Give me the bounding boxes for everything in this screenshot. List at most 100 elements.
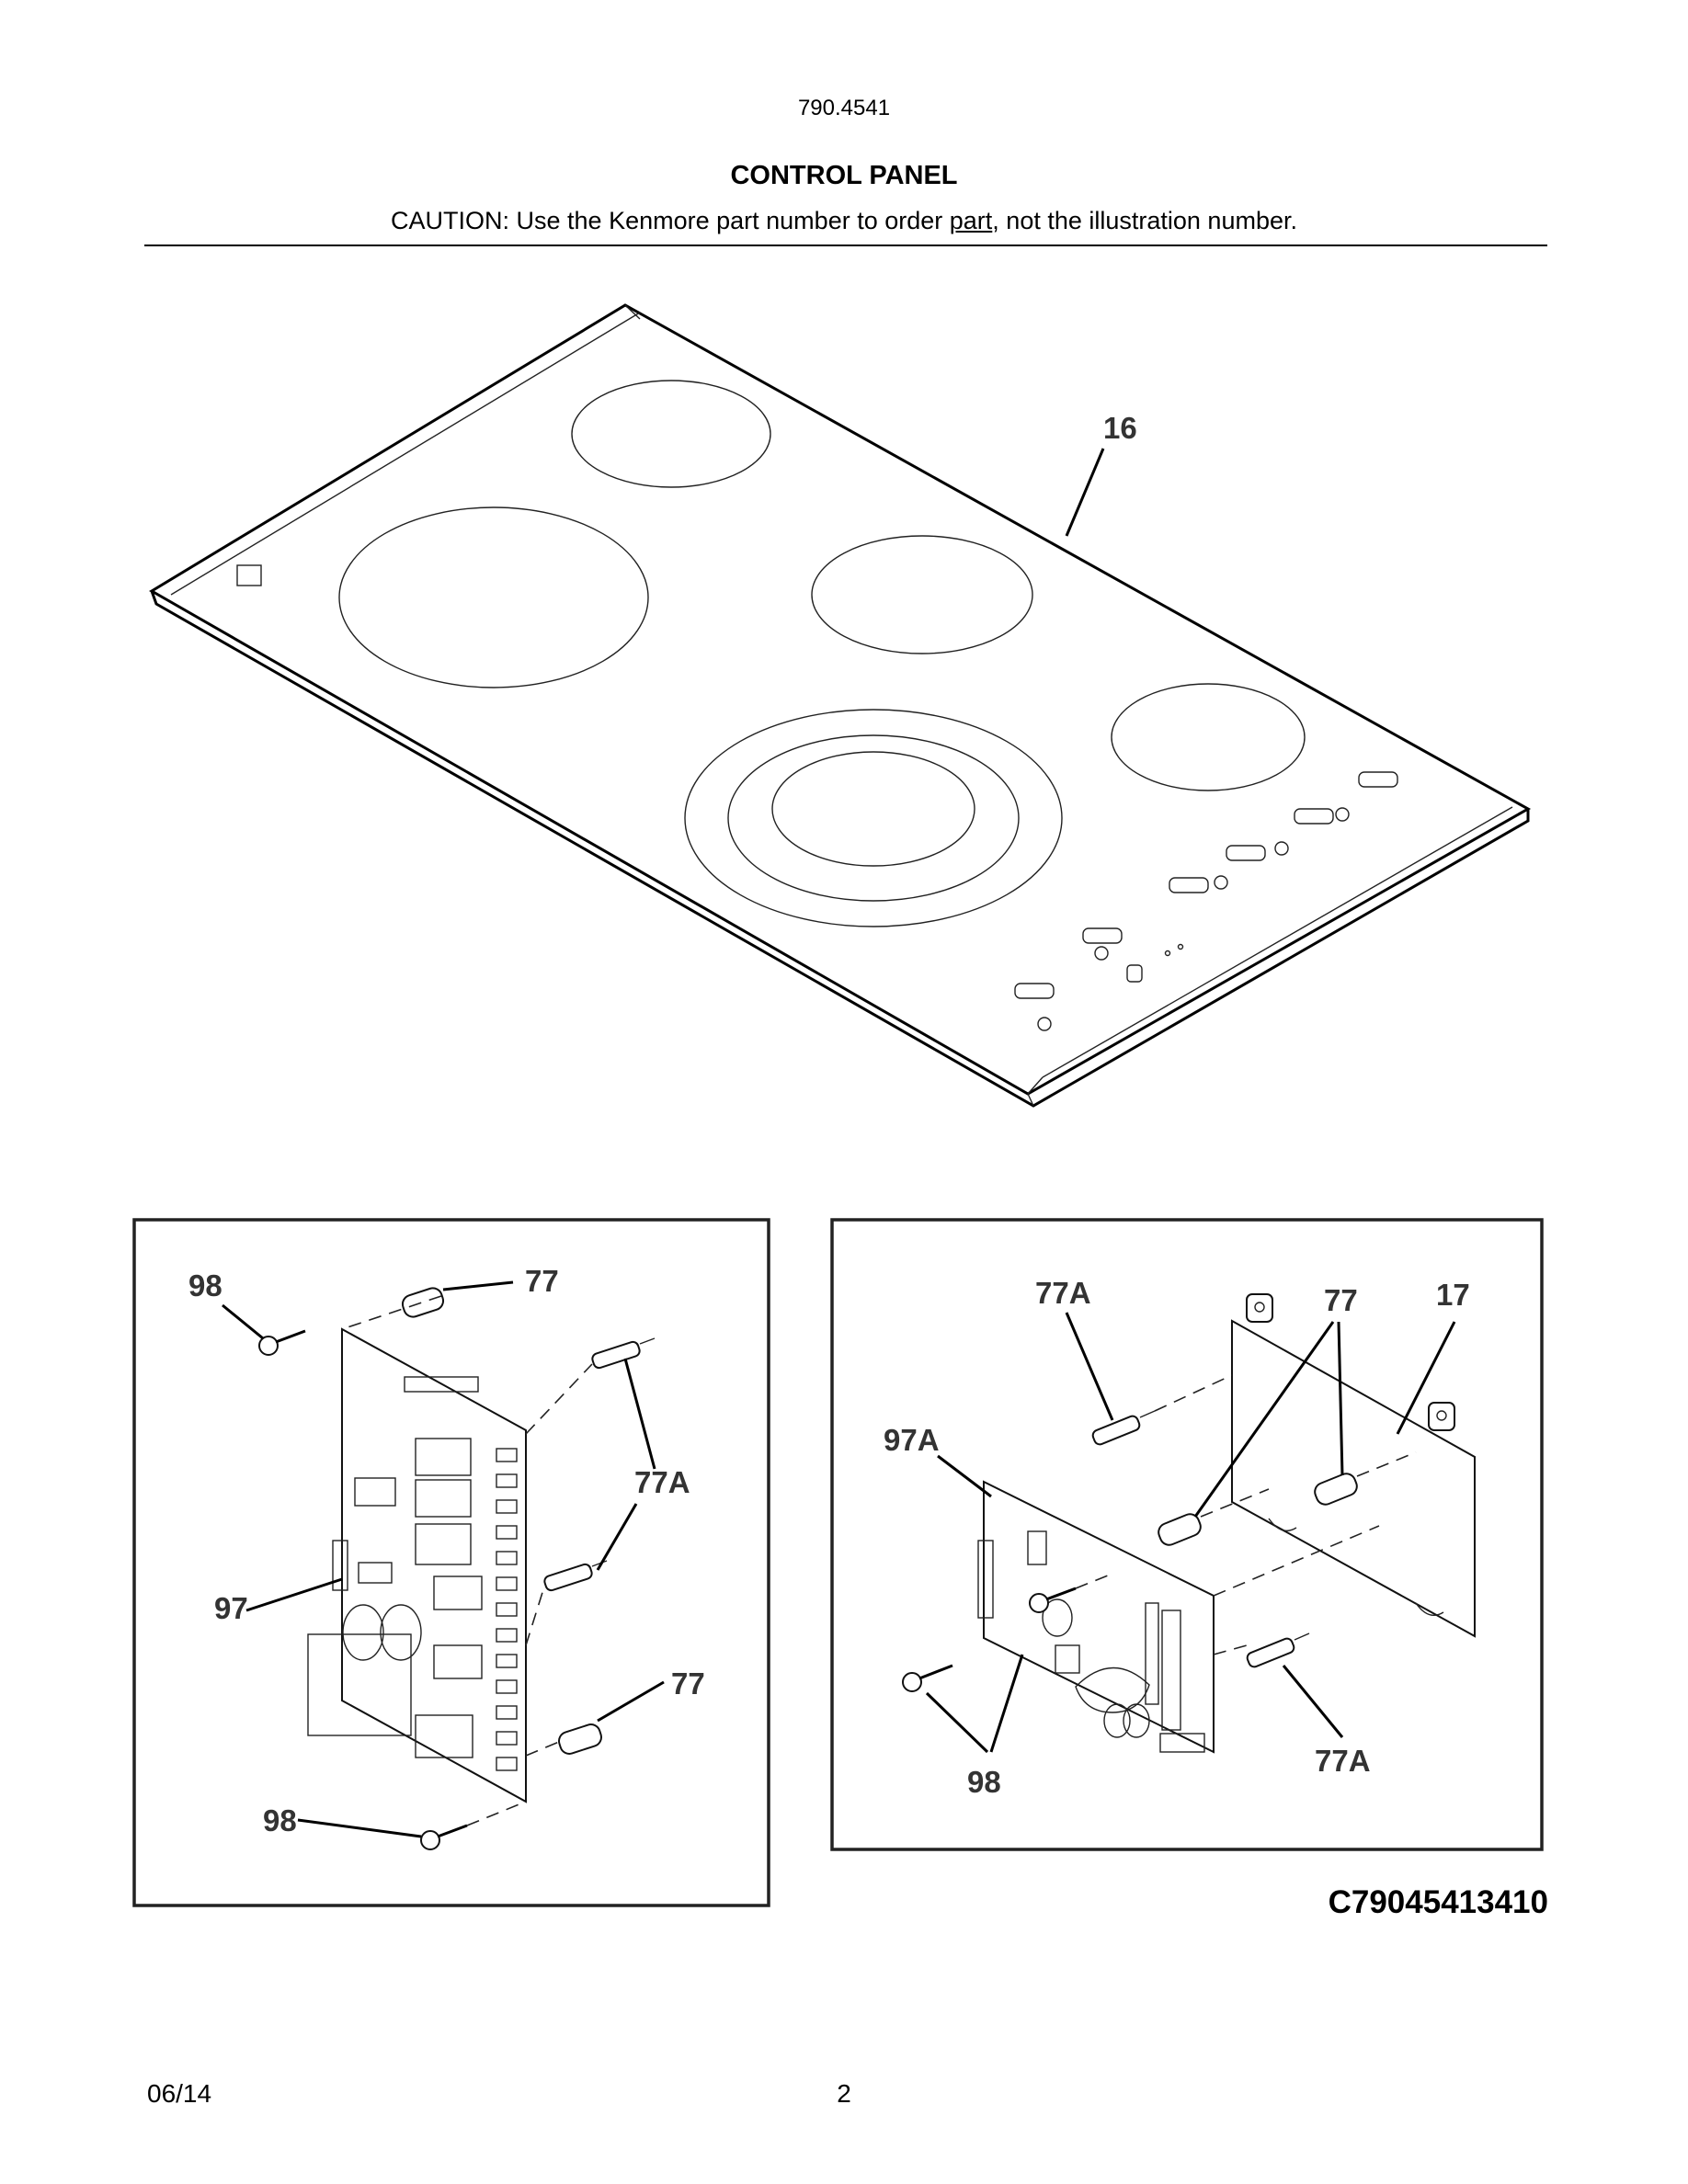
assembly-line (341, 1295, 442, 1330)
board-terminals (496, 1448, 518, 1771)
capacitor (380, 1604, 422, 1661)
screw-shaft (437, 1824, 468, 1838)
leader-line (245, 1577, 343, 1612)
clip-body (591, 1340, 641, 1370)
relay (415, 1438, 472, 1476)
callout-97a: 97A (884, 1423, 940, 1457)
leader-line (989, 1654, 1024, 1753)
footer-date: 06/14 (147, 2079, 212, 2108)
assembly-line (525, 1741, 560, 1757)
screw-shaft (918, 1664, 953, 1680)
callout-16: 16 (1103, 411, 1137, 445)
burner-front-left (338, 506, 649, 688)
bracket-tab (1428, 1402, 1455, 1431)
relay (415, 1523, 472, 1565)
model-number: 790.4541 (797, 96, 891, 120)
cooktop-trim-left-end (624, 304, 641, 320)
bracket-hole (1254, 1302, 1265, 1313)
callout-17: 17 (1436, 1278, 1470, 1312)
leader-line-16 (1065, 448, 1105, 537)
terminal (496, 1628, 518, 1643)
terminal (496, 1499, 518, 1514)
component-block (1055, 1644, 1080, 1674)
connector (1027, 1530, 1047, 1565)
clip-body (1246, 1637, 1295, 1668)
assembly-line (1154, 1374, 1233, 1412)
leader-line (597, 1680, 665, 1723)
left-inset-border (132, 1218, 770, 1907)
secondary-board-components (977, 1530, 1205, 1753)
assembly-line (1213, 1644, 1248, 1655)
burner-right (1111, 683, 1306, 791)
bracket-hole (1436, 1410, 1447, 1421)
screw-shaft (1045, 1587, 1077, 1601)
control-key (1226, 845, 1266, 861)
clip-body (1091, 1415, 1141, 1446)
clip-77a-upper-right (1091, 1410, 1156, 1446)
page-number: 2 (837, 2079, 851, 2108)
control-button (1214, 875, 1228, 890)
terminal (496, 1448, 518, 1462)
connector (1159, 1733, 1205, 1753)
main-control-board (341, 1327, 527, 1803)
control-button (1037, 1017, 1052, 1031)
pin-header (1161, 1610, 1181, 1731)
screw-98-top (258, 1329, 306, 1356)
capacitor (1103, 1703, 1131, 1738)
callout-98: 98 (188, 1268, 222, 1302)
capacitor (1042, 1598, 1073, 1637)
ribbon-connector (404, 1376, 479, 1393)
assembly-line (1200, 1488, 1270, 1518)
burner-dual-inner (771, 751, 975, 867)
caution-suffix: , not the illustration number. (992, 207, 1297, 234)
transformer-coil (1075, 1666, 1150, 1713)
leader-line (1396, 1321, 1456, 1435)
assembly-line (1213, 1525, 1380, 1597)
control-touch-pad (1014, 771, 1398, 1031)
relay (415, 1479, 472, 1518)
callout-97: 97 (214, 1591, 248, 1625)
callout-77a: 77A (1035, 1276, 1091, 1310)
pin-header (332, 1540, 348, 1591)
assembly-line (1075, 1573, 1113, 1589)
control-button (1335, 807, 1350, 822)
standoff-body (401, 1287, 445, 1318)
assembly-line (525, 1586, 545, 1646)
leader-line (925, 1691, 989, 1754)
callout-77: 77 (525, 1264, 559, 1298)
connector (358, 1562, 393, 1584)
terminal (496, 1576, 518, 1591)
control-key (1358, 771, 1398, 788)
clip-tip (591, 1560, 608, 1567)
callout-77: 77 (1324, 1283, 1358, 1317)
bracket-tab (1246, 1293, 1273, 1323)
screw-98-right (1029, 1587, 1077, 1613)
capacitor (342, 1604, 384, 1661)
pin-header (1145, 1602, 1159, 1705)
control-key (1294, 808, 1334, 825)
leader-line (297, 1818, 422, 1838)
leader-line (1193, 1321, 1335, 1518)
cooktop-edge-corner (1027, 1093, 1034, 1107)
terminal (496, 1731, 518, 1746)
section-title: CONTROL PANEL (730, 161, 958, 190)
secondary-control-board (983, 1480, 1215, 1754)
burner-center (811, 535, 1033, 654)
caution-note: CAUTION: Use the Kenmore part number to … (0, 207, 1688, 235)
clip-77a-upper (591, 1337, 656, 1370)
transformer (307, 1633, 412, 1736)
callout-98: 98 (263, 1803, 297, 1837)
capacitor (1123, 1703, 1150, 1738)
terminal (496, 1473, 518, 1488)
leader-line (623, 1358, 656, 1470)
control-button (1094, 946, 1109, 961)
screw-head (902, 1672, 922, 1692)
control-button (1274, 841, 1289, 856)
clip-77a-lower (543, 1560, 608, 1592)
cooktop-trim-right-end (1027, 1076, 1044, 1095)
control-key (1014, 983, 1055, 999)
leader-line (1337, 1321, 1344, 1476)
brand-logo-mark (236, 564, 262, 586)
leader-line (596, 1503, 638, 1571)
standoff-77-left (1158, 1513, 1202, 1546)
